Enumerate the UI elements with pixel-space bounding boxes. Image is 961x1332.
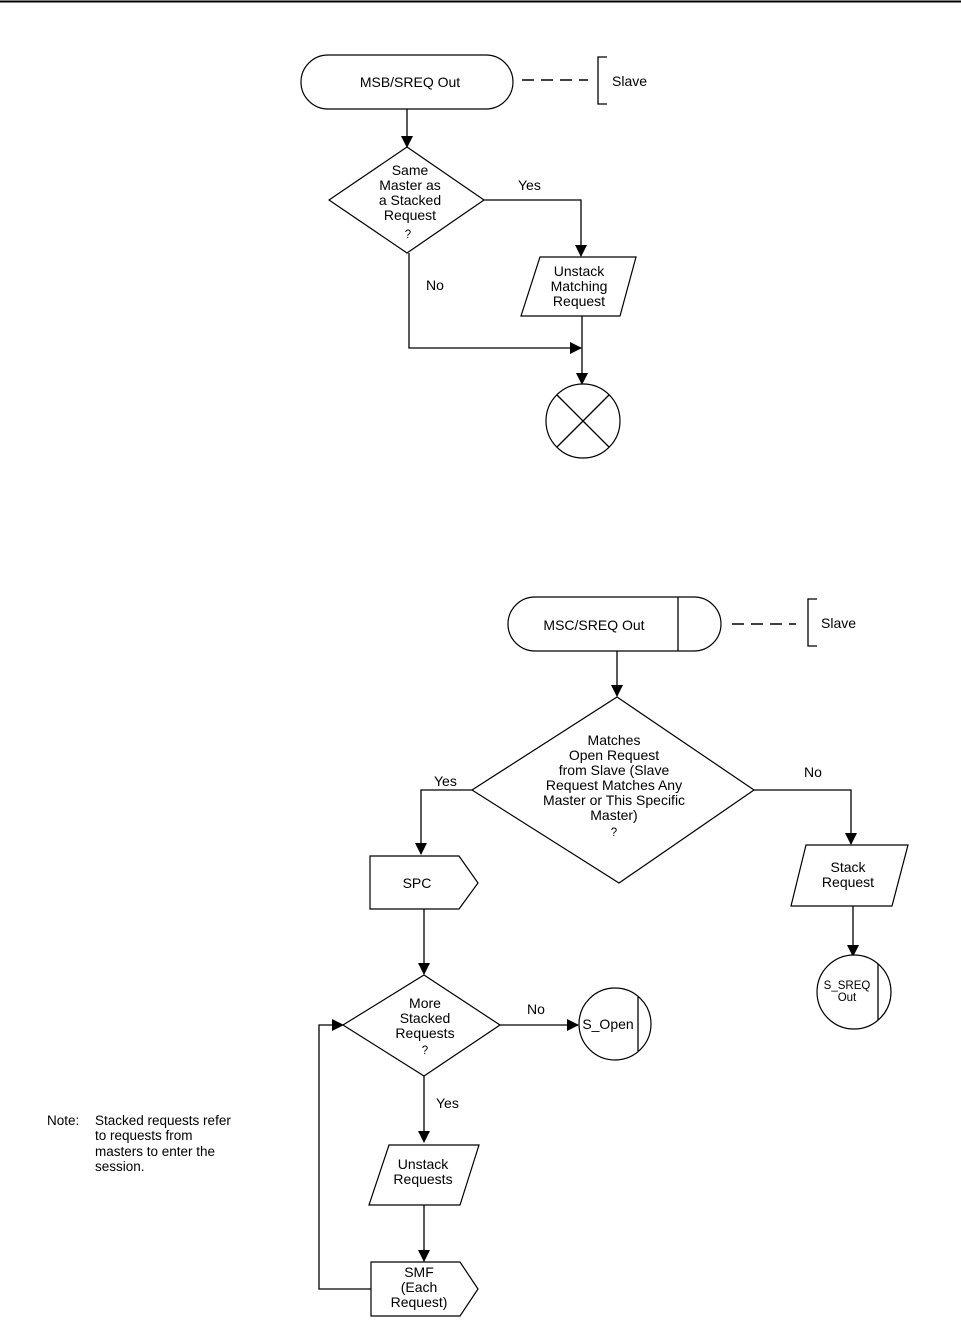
flow2-spc-label: SPC [403, 875, 432, 891]
flow1-decision-line: Master as [379, 177, 440, 193]
flow2-more-line: More [409, 995, 441, 1011]
note-line: Stacked requests refer [95, 1113, 231, 1128]
flow2-annotation: Slave [807, 598, 856, 647]
flow1-yes-label: Yes [518, 177, 541, 193]
flow2-decision-line: Matches [588, 732, 641, 748]
flow2-s-sreq-out-connector: S_SREQ Out [816, 954, 892, 1030]
flow2-io-unstack-requests: Unstack Requests [368, 1144, 480, 1206]
flow2-yes-path [415, 789, 472, 855]
flow2-no-label: No [804, 764, 822, 780]
flow1-decision-line: Request [384, 207, 436, 223]
flow1-io-line: Request [553, 293, 605, 309]
flow2-more-line: Stacked [400, 1010, 451, 1026]
flow1-start-terminal: MSB/SREQ Out [300, 54, 514, 110]
flow2-smf-line: SMF [404, 1264, 434, 1280]
flow2-s-open-label: S_Open [582, 1016, 633, 1032]
flow2-decision-line: Open Request [569, 747, 659, 763]
flow1: MSB/SREQ Out Slave Same Master as a Stac… [300, 54, 647, 459]
flow2-decision-line: from Slave (Slave [559, 762, 670, 778]
flow2: MSC/SREQ Out Slave Matches Open Request … [318, 596, 909, 1317]
flow2-more-line: ? [422, 1045, 428, 1057]
flow2-s-open-connector: S_Open [578, 987, 652, 1061]
flow2-s-sreq-line: Out [838, 992, 857, 1004]
note-block: Note: Stacked requests refer to requests… [47, 1113, 231, 1174]
flow1-io-line: Unstack [554, 263, 606, 279]
flow2-decision-line: Master or This Specific [543, 792, 685, 808]
flow2-more-yes-label: Yes [436, 1095, 459, 1111]
flow2-spc-offpage: SPC [369, 855, 479, 910]
flow2-decision-matches: Matches Open Request from Slave (Slave R… [470, 696, 756, 884]
flow2-start-terminal-label: MSC/SREQ Out [543, 617, 644, 633]
flow1-no-path [408, 253, 582, 354]
flow2-io-stack-request: Stack Request [790, 844, 909, 907]
note-line: masters to enter the [95, 1144, 215, 1159]
flow2-stack-line: Stack [830, 859, 866, 875]
flow2-decision-line: ? [611, 827, 617, 839]
flow1-decision-line: a Stacked [379, 192, 441, 208]
flow2-s-sreq-line: S_SREQ [824, 980, 871, 992]
flow2-no-path [754, 789, 857, 845]
flow1-decision-stacked: Same Master as a Stacked Request ? [327, 146, 486, 254]
flow1-yes-path [484, 199, 587, 257]
flow2-smf-offpage: SMF (Each Request) [370, 1261, 479, 1317]
flow2-more-no-label: No [527, 1001, 545, 1017]
flow1-annotation-label: Slave [612, 73, 647, 89]
flow1-decision-line: ? [405, 229, 411, 241]
flow2-more-line: Requests [395, 1025, 454, 1041]
flow2-yes-label: Yes [434, 773, 457, 789]
flow2-decision-more-stacked: More Stacked Requests ? [341, 974, 502, 1077]
flow2-annotation-label: Slave [821, 615, 856, 631]
flow2-unstack-line: Unstack [398, 1156, 450, 1172]
flow1-end-connector [545, 383, 621, 459]
note-line: session. [95, 1159, 145, 1174]
flow1-decision-line: Same [392, 162, 429, 178]
flow2-decision-line: Master) [590, 807, 637, 823]
flow2-start-terminal: MSC/SREQ Out [507, 596, 722, 652]
flow1-start-terminal-label: MSB/SREQ Out [360, 74, 460, 90]
note-label: Note: [47, 1113, 79, 1128]
flow2-loop-back-path [318, 1019, 371, 1290]
flow2-unstack-line: Requests [393, 1171, 452, 1187]
flow1-io-unstack-matching: Unstack Matching Request [520, 256, 637, 317]
note-line: to requests from [95, 1128, 193, 1143]
flow2-smf-line: Request) [391, 1294, 448, 1310]
flow1-annotation: Slave [597, 56, 647, 105]
flow2-stack-line: Request [822, 874, 874, 890]
flow1-no-label: No [426, 277, 444, 293]
flow2-smf-line: (Each [401, 1279, 438, 1295]
flow2-decision-line: Request Matches Any [546, 777, 682, 793]
flow1-io-line: Matching [551, 278, 608, 294]
